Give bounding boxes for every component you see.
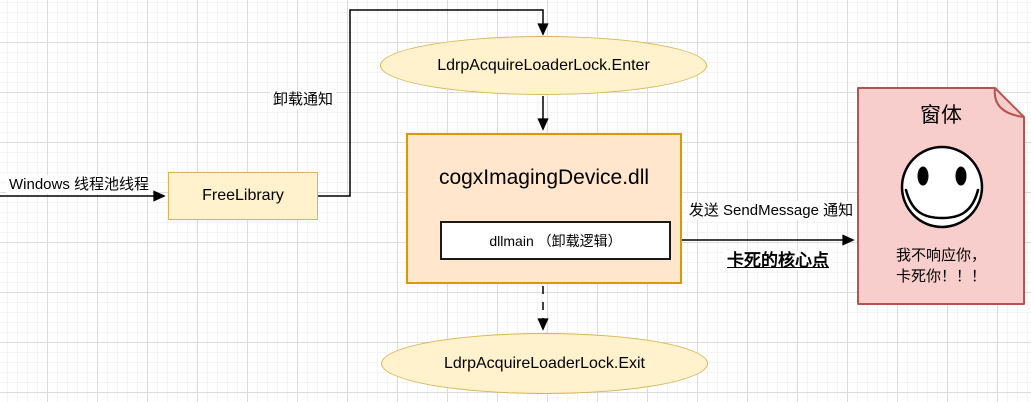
note-shape [857,87,1025,305]
label-sendmessage: 发送 SendMessage 通知 [685,201,857,220]
node-dll-box: cogxImagingDevice.dll dllmain （卸载逻辑） [406,133,682,284]
node-loaderlock-exit-label: LdrpAcquireLoaderLock.Exit [443,354,645,372]
node-loaderlock-enter-label: LdrpAcquireLoaderLock.Enter [437,56,650,74]
label-deadlock-point: 卡死的核心点 [724,251,832,270]
node-dllmain-label: dllmain （卸载逻辑） [489,232,622,249]
node-dllmain: dllmain （卸载逻辑） [440,221,671,260]
node-loaderlock-exit: LdrpAcquireLoaderLock.Exit [381,333,708,394]
note-message-line1: 我不响应你， [895,247,986,264]
node-loaderlock-enter: LdrpAcquireLoaderLock.Enter [380,36,707,95]
note-message-line2: 卡死你！！！ [895,268,986,285]
node-freelibrary-label: FreeLibrary [202,187,284,204]
smiley-face-icon [900,145,984,229]
edge-freelibrary-to-enter [318,9,543,197]
note-fold-corner [993,87,1025,118]
node-freelibrary: FreeLibrary [168,172,318,220]
node-window-note: 窗体 我不响应你， 卡死你！！！ [857,87,1025,305]
label-windows-threadpool: Windows 线程池线程 [6,175,153,194]
note-title: 窗体 [920,104,962,127]
node-dll-title: cogxImagingDevice.dll [438,166,650,189]
note-message: 我不响应你， 卡死你！！！ [857,245,1025,287]
label-unload-notify: 卸载通知 [270,90,337,109]
